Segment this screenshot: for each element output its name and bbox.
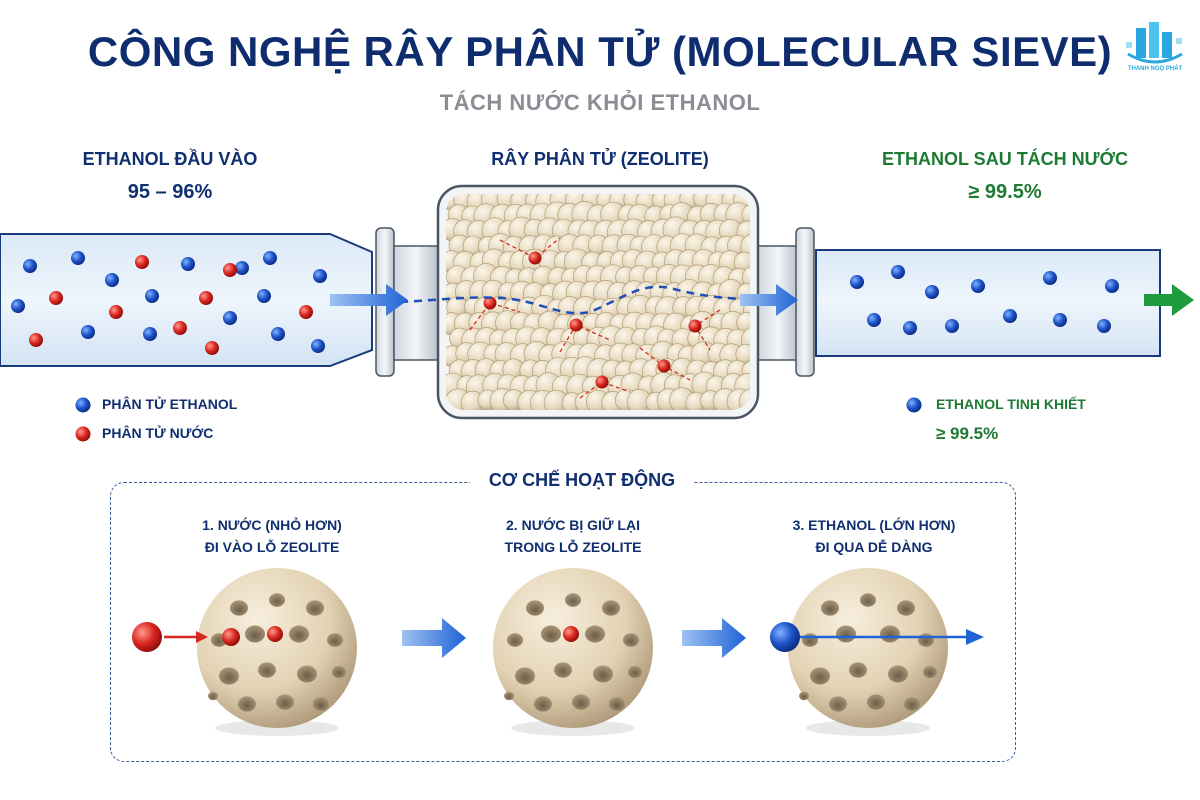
water-molecule-icon: [483, 296, 497, 310]
logo-text: THANH NGỌ PHÁT: [1127, 66, 1183, 72]
flow-arrow-icon: [682, 618, 746, 658]
water-molecule-icon: [569, 318, 583, 332]
zeolite-bead: [742, 266, 750, 289]
water-molecule-icon: [199, 291, 213, 305]
step-3-line2: ĐI QUA DỄ DÀNG: [815, 539, 933, 555]
step-1-line2: ĐI VÀO LỖ ZEOLITE: [204, 539, 340, 555]
ethanol-molecule-icon: [23, 259, 37, 273]
zeolite-sphere-icon: [493, 568, 653, 736]
zeolite-sphere-icon: [197, 568, 357, 736]
ethanol-molecule-icon: [1097, 319, 1111, 333]
water-molecule-icon: [223, 263, 237, 277]
water-molecule-icon: [595, 375, 609, 389]
ethanol-molecule-icon: [311, 339, 325, 353]
legend-ethanol-label: PHÂN TỬ ETHANOL: [102, 396, 238, 412]
ethanol-molecule-icon: [105, 273, 119, 287]
water-molecule-icon: [657, 359, 671, 373]
ethanol-molecule-icon: [81, 325, 95, 339]
step-3-line1: 3. ETHANOL (LỚN HƠN): [792, 517, 956, 533]
ethanol-molecule-icon: [223, 311, 237, 325]
water-molecule-icon: [267, 626, 283, 642]
water-molecule-icon: [205, 341, 219, 355]
flow-arrow-icon: [330, 284, 408, 316]
ethanol-molecule-icon: [850, 275, 864, 289]
outlet-arrow-icon: [1144, 284, 1194, 316]
outlet-pipe: [815, 249, 1161, 357]
zeolite-bead: [741, 204, 750, 225]
ethanol-molecule-icon: [971, 279, 985, 293]
step-3-caption: 3. ETHANOL (LỚN HƠN) ĐI QUA DỄ DÀNG: [754, 514, 994, 558]
flow-path: [399, 285, 761, 315]
water-molecule-icon: [132, 622, 162, 652]
water-molecule-icon: [75, 426, 91, 442]
step-2-line1: 2. NƯỚC BỊ GIỮ LẠI: [506, 517, 640, 533]
water-molecule-icon: [563, 626, 579, 642]
ethanol-molecule-icon: [770, 622, 800, 652]
legend-water-label: PHÂN TỬ NƯỚC: [102, 425, 214, 441]
flow-arrow-icon: [740, 284, 798, 316]
ethanol-molecule-icon: [143, 327, 157, 341]
water-molecule-icon: [29, 333, 43, 347]
ethanol-molecule-icon: [891, 265, 905, 279]
ethanol-molecule-icon: [925, 285, 939, 299]
ethanol-molecule-icon: [1053, 313, 1067, 327]
ethanol-molecule-icon: [903, 321, 917, 335]
ethanol-molecule-icon: [1043, 271, 1057, 285]
ethanol-molecule-icon: [145, 289, 159, 303]
water-molecule-icon: [109, 305, 123, 319]
ethanol-molecule-icon: [906, 397, 922, 413]
outlet-title: ETHANOL SAU TÁCH NƯỚC: [882, 149, 1128, 169]
step-1-line1: 1. NƯỚC (NHỎ HƠN): [202, 517, 342, 533]
ethanol-molecule-icon: [263, 251, 277, 265]
legend-pure-ethanol: ETHANOL TINH KHIẾT: [936, 396, 1086, 412]
ethanol-molecule-icon: [867, 313, 881, 327]
ethanol-molecule-icon: [313, 269, 327, 283]
water-trace: [579, 381, 631, 399]
ethanol-molecule-icon: [271, 327, 285, 341]
ethanol-molecule-icon: [1003, 309, 1017, 323]
ethanol-molecule-icon: [235, 261, 249, 275]
page-title: CÔNG NGHỆ RÂY PHÂN TỬ (MOLECULAR SIEVE): [87, 28, 1113, 75]
logo-building-icon: [1126, 22, 1183, 64]
mechanism-title: CƠ CHẾ HOẠT ĐỘNG: [470, 470, 694, 491]
ethanol-molecule-icon: [945, 319, 959, 333]
ethanol-molecule-icon: [71, 251, 85, 265]
ethanol-molecule-icon: [11, 299, 25, 313]
page-subtitle: TÁCH NƯỚC KHỎI ETHANOL: [439, 90, 761, 115]
outlet-flange: [795, 227, 815, 377]
water-molecule-icon: [299, 305, 313, 319]
step-2-line2: TRONG LỖ ZEOLITE: [504, 539, 642, 555]
legend-water: PHÂN TỬ NƯỚC: [102, 425, 213, 441]
legend-pure-ethanol-label: ETHANOL TINH KHIẾT: [936, 396, 1086, 412]
sieve-title: RÂY PHÂN TỬ (ZEOLITE): [491, 149, 709, 169]
step-1-caption: 1. NƯỚC (NHỎ HƠN) ĐI VÀO LỖ ZEOLITE: [152, 514, 392, 558]
ethanol-molecule-icon: [181, 257, 195, 271]
inlet-title: ETHANOL ĐẦU VÀO: [82, 149, 258, 169]
ethanol-molecule-icon: [75, 397, 91, 413]
legend-ethanol: PHÂN TỬ ETHANOL: [102, 396, 237, 412]
step-2-caption: 2. NƯỚC BỊ GIỮ LẠI TRONG LỖ ZEOLITE: [453, 514, 693, 558]
outlet-value: ≥ 99.5%: [968, 181, 1042, 203]
water-molecule-icon: [688, 319, 702, 333]
water-molecule-icon: [173, 321, 187, 335]
ethanol-molecule-icon: [257, 289, 271, 303]
water-molecule-icon: [222, 628, 240, 646]
water-molecule-icon: [135, 255, 149, 269]
flow-arrow-icon: [402, 618, 466, 658]
water-molecule-icon: [528, 251, 542, 265]
ethanol-molecule-icon: [1105, 279, 1119, 293]
legend-pure-ethanol-value: ≥ 99.5%: [936, 424, 999, 443]
inlet-value: 95 – 96%: [127, 181, 213, 203]
water-molecule-icon: [49, 291, 63, 305]
